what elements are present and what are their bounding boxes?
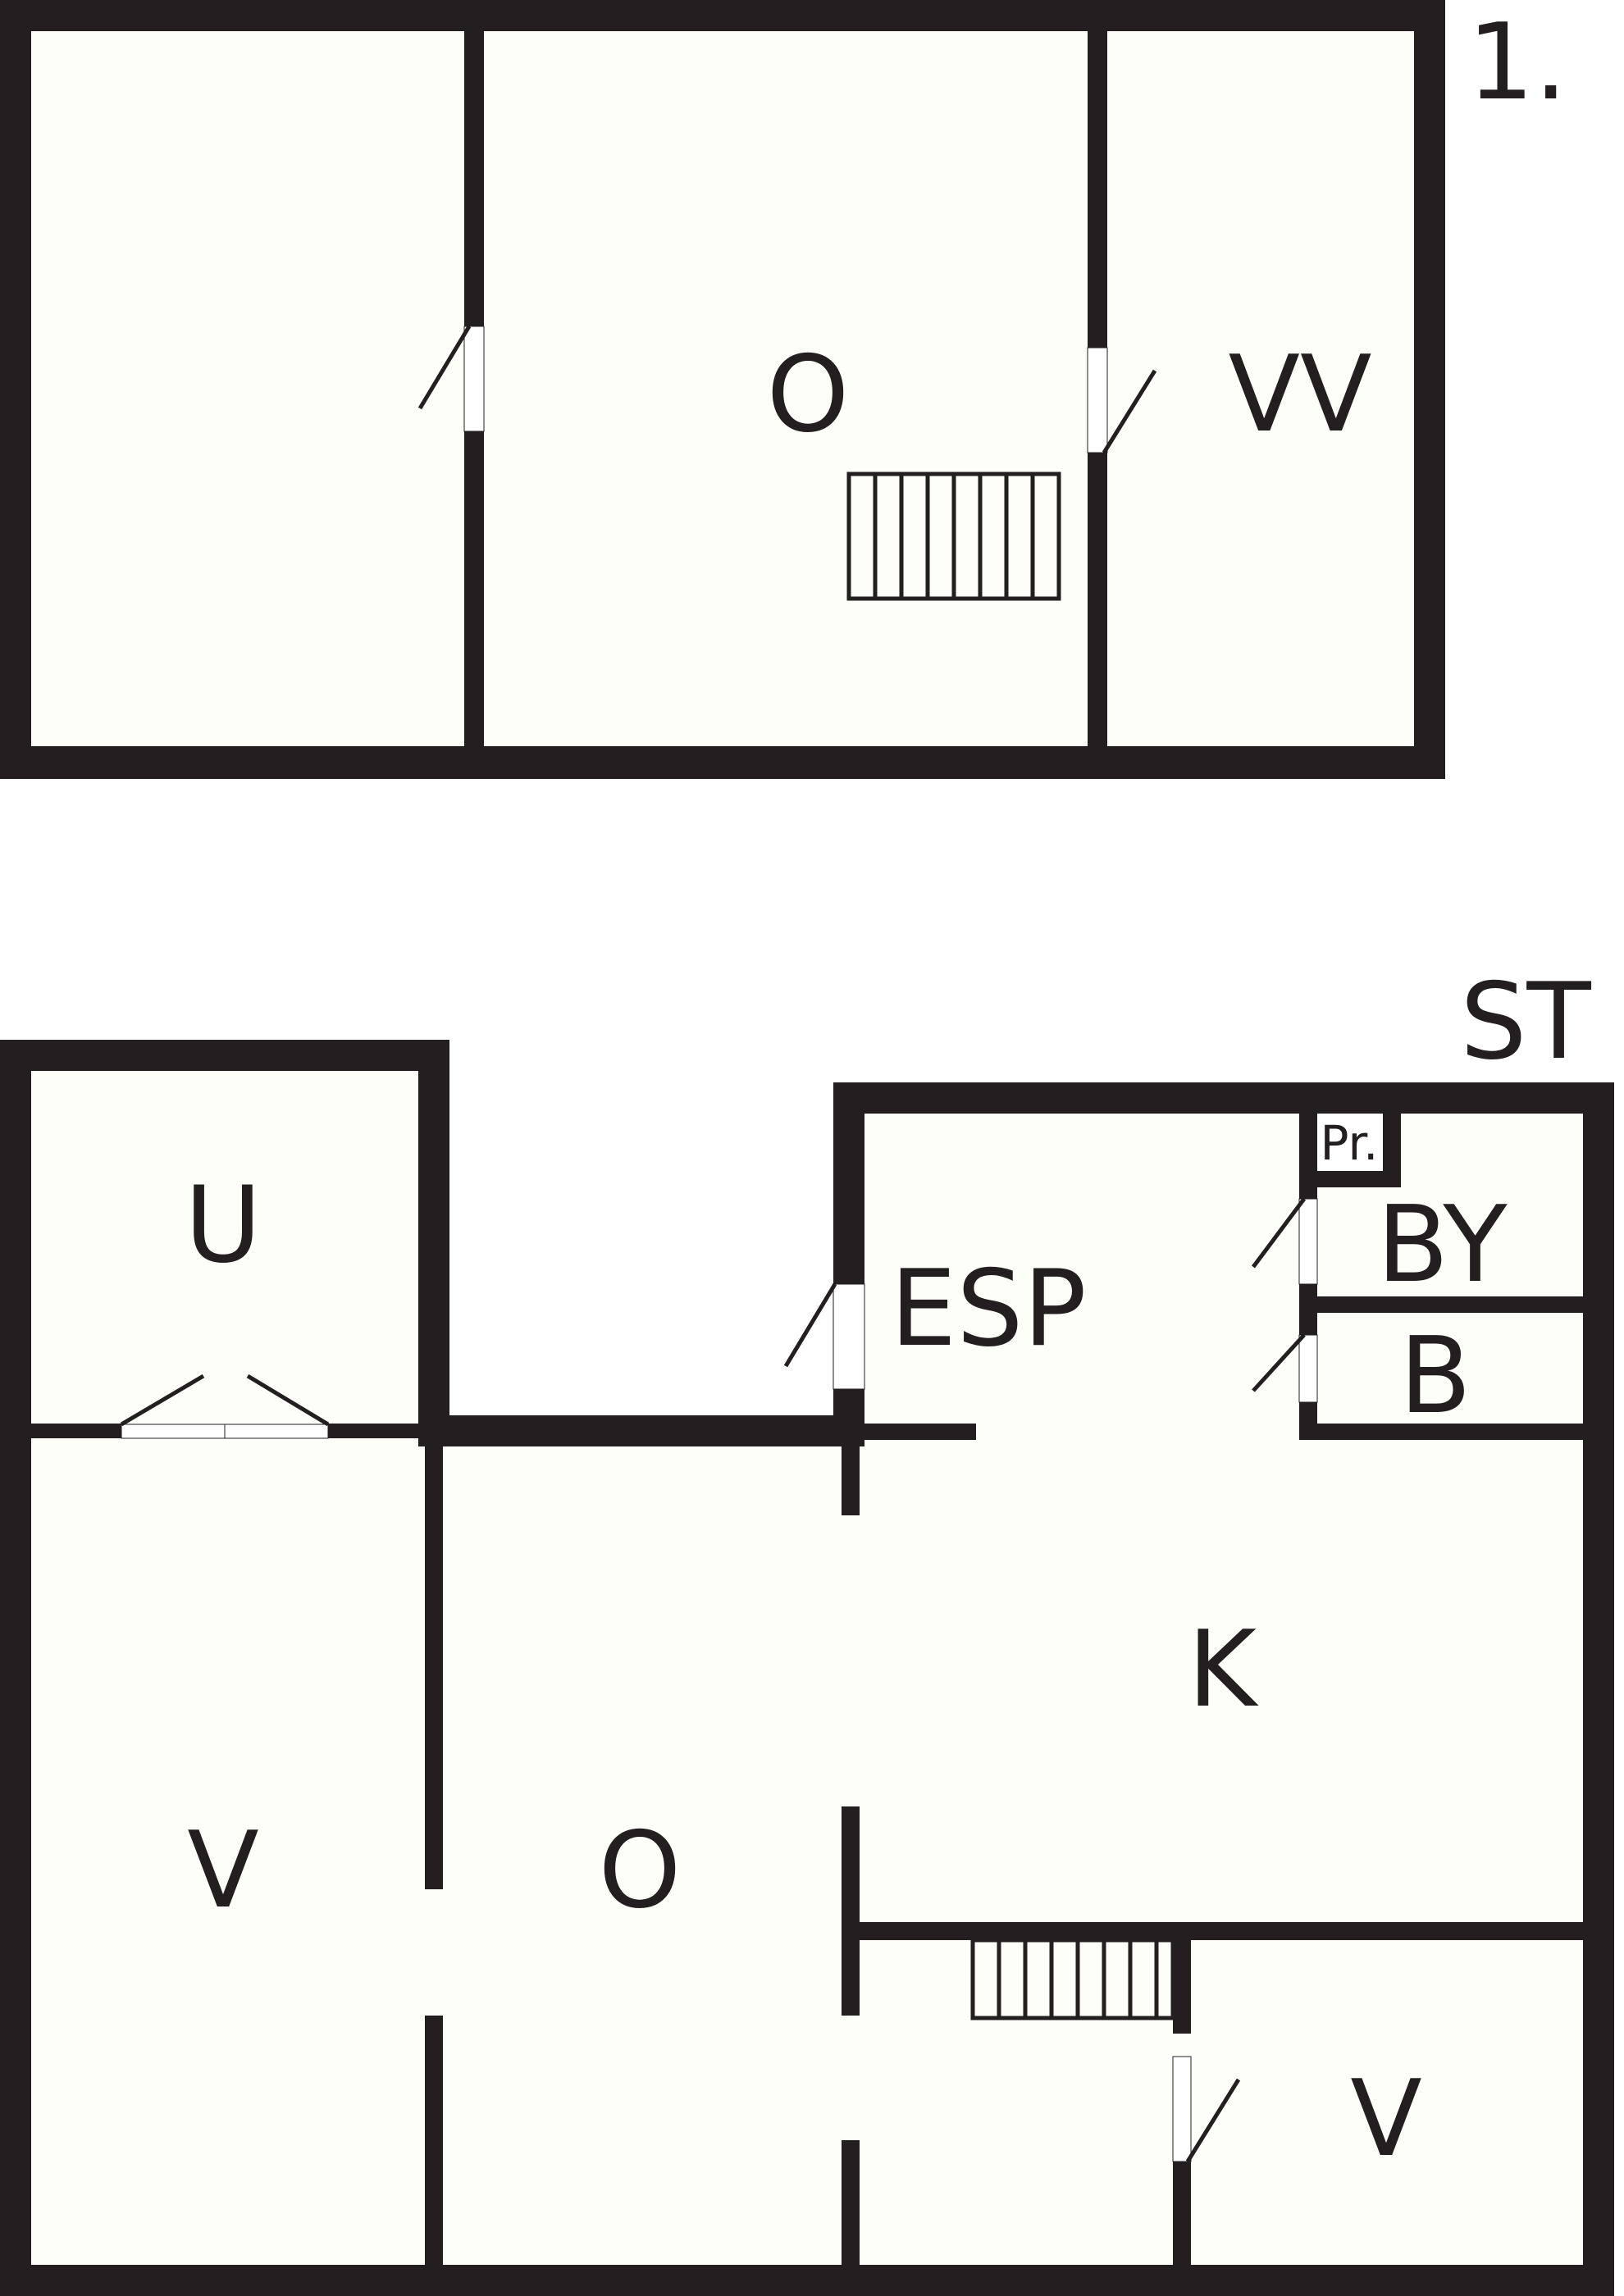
ground-staircase — [970, 1938, 1175, 2020]
ground-wall-u-right — [418, 1040, 449, 1440]
ground-door-b-swing — [1252, 1333, 1306, 1392]
ground-door-b-jamb — [1298, 1334, 1318, 1403]
ground-wall-b-bottom — [1317, 1424, 1588, 1440]
ground-area-top-right — [853, 1103, 1599, 1439]
ground-door-v-swing — [1185, 2078, 1241, 2163]
ground-wall-v-left-top — [1173, 1935, 1191, 2034]
ground-door-u-left — [121, 1424, 226, 1439]
ground-wall-middle-horizontal — [418, 1415, 864, 1446]
upper-wall-right — [1414, 0, 1445, 779]
ground-room-o-label: O — [599, 1810, 682, 1932]
upper-door-right-jamb — [1087, 347, 1108, 453]
ground-wall-v-left-bottom — [1173, 2162, 1191, 2276]
ground-wall-k-bottom — [860, 1922, 1590, 1940]
ground-door-by-jamb — [1298, 1198, 1318, 1285]
ground-room-esp-label: ESP — [890, 1248, 1086, 1370]
ground-door-esp-swing — [783, 1282, 837, 1368]
ground-room-k-label: K — [1188, 1609, 1259, 1731]
upper-partition-left-bottom — [464, 431, 484, 751]
upper-floor-area — [16, 16, 1427, 754]
ground-door-u-left-swing — [120, 1374, 205, 1427]
upper-door-right-swing — [1102, 369, 1157, 454]
ground-pantry-interior — [1317, 1114, 1383, 1171]
upper-partition-right-top — [1088, 25, 1107, 348]
ground-door-by-swing — [1251, 1197, 1307, 1269]
upper-wall-bottom — [0, 746, 1445, 779]
ground-wall-left — [0, 1040, 31, 2296]
ground-wall-u-bottom-right — [328, 1424, 427, 1438]
ground-door-u-right-swing — [246, 1374, 330, 1427]
ground-partition-v-bottom — [425, 2016, 443, 2278]
ground-partition-o-bottom — [842, 2140, 860, 2271]
ground-partition-o-middle — [842, 1806, 860, 2016]
ground-wall-esp-left — [833, 1082, 864, 1284]
upper-room-right-label: VV — [1228, 334, 1371, 456]
ground-wall-u-bottom-left — [16, 1424, 121, 1438]
upper-wall-left — [0, 0, 31, 779]
ground-floor: U ESP Pr. BY B K V O V — [0, 1040, 1614, 2296]
ground-room-u-label: U — [185, 1164, 262, 1287]
upper-room-center-label: O — [767, 334, 850, 456]
ground-room-b-label: B — [1399, 1315, 1471, 1437]
ground-area-main — [16, 1427, 1599, 2296]
upper-door-left-swing — [417, 325, 472, 410]
ground-partition-o-top — [842, 1440, 860, 1515]
floor-number-label: 1. — [1467, 2, 1567, 124]
upper-partition-left-top — [464, 25, 484, 326]
ground-wall-esp-bottom — [864, 1424, 976, 1440]
ground-wall-right-top — [833, 1082, 1613, 1114]
ground-wall-closet-left-mid — [1299, 1284, 1317, 1335]
ground-wall-left-top — [0, 1040, 449, 1071]
ground-door-esp-jamb — [833, 1283, 865, 1390]
upper-floor: O VV — [0, 0, 1445, 779]
level-label: ST — [1460, 961, 1591, 1083]
ground-area-top-left — [16, 1058, 436, 1427]
ground-room-v2-label: V — [1350, 2058, 1422, 2180]
ground-wall-bottom — [0, 2265, 1614, 2296]
ground-room-by-label: BY — [1377, 1184, 1508, 1306]
upper-staircase — [846, 472, 1061, 601]
ground-door-u-right — [224, 1424, 329, 1439]
upper-door-left-jamb — [463, 326, 485, 432]
ground-wall-by-b — [1317, 1296, 1588, 1313]
ground-room-v-label: V — [187, 1810, 259, 1932]
ground-wall-closet-left-bottom — [1299, 1402, 1317, 1440]
ground-door-v-jamb — [1172, 2056, 1192, 2162]
upper-partition-right-bottom — [1088, 453, 1107, 751]
upper-wall-top — [0, 0, 1445, 31]
ground-partition-v-top — [425, 1446, 443, 1889]
ground-wall-right — [1583, 1082, 1614, 2296]
ground-room-pantry-label: Pr. — [1321, 1115, 1379, 1171]
